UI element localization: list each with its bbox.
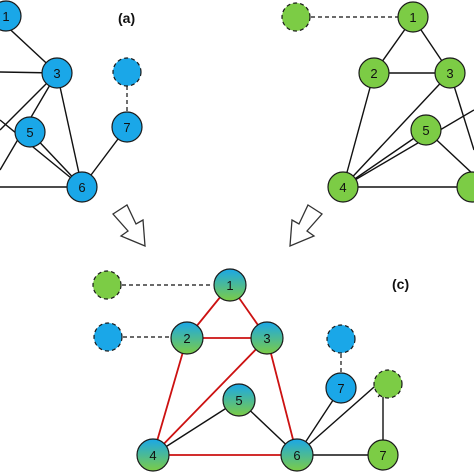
svg-text:5: 5 bbox=[422, 123, 429, 138]
svg-text:7: 7 bbox=[379, 448, 386, 463]
svg-text:6: 6 bbox=[78, 180, 85, 195]
node-c7-green: 7 bbox=[367, 439, 399, 471]
svg-text:1: 1 bbox=[226, 278, 233, 293]
ghost-node-b-green bbox=[281, 2, 311, 32]
edge-b5-b4 bbox=[342, 129, 427, 188]
svg-text:5: 5 bbox=[26, 125, 33, 140]
node-a7: 7 bbox=[111, 111, 143, 143]
node-b2: 2 bbox=[358, 57, 390, 89]
ghost-node-c-green bbox=[92, 270, 122, 300]
svg-text:3: 3 bbox=[263, 331, 270, 346]
edge-cghost-c6 bbox=[296, 379, 383, 456]
panel-label-a: (a) bbox=[118, 10, 135, 26]
svg-text:3: 3 bbox=[53, 66, 60, 81]
node-c4: 4 bbox=[136, 438, 170, 472]
svg-text:6: 6 bbox=[293, 448, 300, 463]
node-b4: 4 bbox=[327, 171, 359, 203]
red-edge-c3-c6 bbox=[266, 337, 298, 456]
node-b1: 1 bbox=[397, 1, 429, 33]
node-a3: 3 bbox=[41, 57, 73, 89]
svg-text:2: 2 bbox=[370, 66, 377, 81]
edge-a2-a6 bbox=[0, 119, 83, 188]
svg-text:1: 1 bbox=[409, 10, 416, 25]
node-c1: 1 bbox=[213, 268, 247, 302]
ghost-node-a-blue bbox=[112, 57, 142, 87]
svg-text:7: 7 bbox=[337, 381, 344, 396]
ghost-node-c-blue-right bbox=[326, 324, 356, 354]
node-a6: 6 bbox=[66, 171, 98, 203]
arrow-down-right-icon bbox=[112, 204, 146, 248]
node-c7-blue: 7 bbox=[325, 372, 357, 404]
node-a1: 1 bbox=[0, 0, 22, 32]
svg-text:1: 1 bbox=[2, 9, 9, 24]
panel-c-red-edges bbox=[152, 284, 298, 456]
node-c6: 6 bbox=[280, 438, 314, 472]
svg-text:2: 2 bbox=[183, 331, 190, 346]
svg-text:4: 4 bbox=[149, 448, 156, 463]
node-c3: 3 bbox=[250, 321, 284, 355]
node-b3: 3 bbox=[434, 57, 466, 89]
svg-text:5: 5 bbox=[235, 393, 242, 408]
edge-b4-b6a bbox=[342, 109, 474, 188]
edge-a3-a6 bbox=[56, 72, 83, 188]
node-b5: 5 bbox=[410, 114, 442, 146]
node-c2: 2 bbox=[170, 321, 204, 355]
panel-b-edges bbox=[342, 17, 474, 188]
edge-b3-b4 bbox=[342, 72, 451, 188]
arrow-down-left-icon bbox=[289, 204, 323, 248]
ghost-node-c-green-right bbox=[373, 369, 403, 399]
svg-text:7: 7 bbox=[123, 120, 130, 135]
svg-text:4: 4 bbox=[339, 180, 346, 195]
panel-a-edges bbox=[0, 19, 128, 188]
node-a5: 5 bbox=[14, 116, 46, 148]
red-edge-c3-c4 bbox=[152, 337, 268, 456]
edge-c5-c4 bbox=[152, 399, 240, 456]
node-b6-partial bbox=[456, 171, 474, 203]
panel-label-c: (c) bbox=[392, 276, 409, 292]
svg-text:3: 3 bbox=[446, 66, 453, 81]
red-edge-c2-c4 bbox=[152, 337, 188, 456]
ghost-node-c-blue bbox=[93, 322, 123, 352]
node-c5: 5 bbox=[222, 383, 256, 417]
edge-b2-b4 bbox=[342, 72, 375, 188]
